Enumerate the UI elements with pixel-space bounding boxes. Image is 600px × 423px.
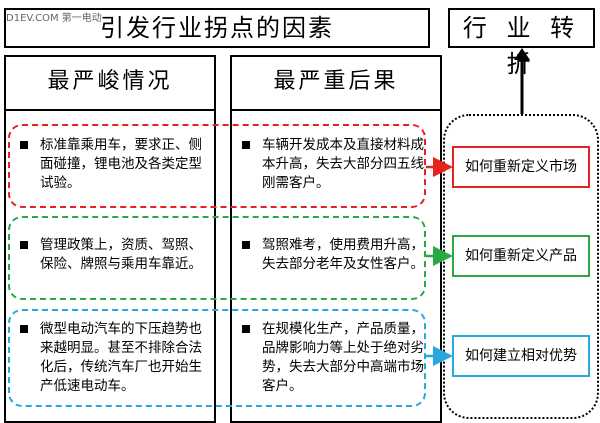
consequence-item-1: 车辆开发成本及直接材料成本升高，失去大部分四五线刚需客户。 bbox=[236, 136, 430, 193]
result-box-1: 如何重新定义市场 bbox=[452, 146, 590, 188]
bullet-icon bbox=[20, 241, 28, 249]
main-title-box: 引发行业拐点的因素 bbox=[4, 8, 430, 48]
situation-item-2: 管理政策上，资质、驾照、保险、牌照与乘用车靠近。 bbox=[14, 236, 214, 274]
situation-column: 最严峻情况 bbox=[4, 55, 216, 423]
bullet-icon bbox=[242, 141, 250, 149]
consequence-item-3: 在规模化生产，产品质量，品牌影响力等上处于绝对劣势，失去大部分中高端市场客户。 bbox=[236, 320, 430, 396]
consequence-column-title: 最严重后果 bbox=[232, 57, 440, 111]
row-3-group bbox=[8, 309, 426, 407]
watermark: D1EV.COM 第一电动 bbox=[6, 13, 102, 24]
bullet-icon bbox=[242, 325, 250, 333]
situation-item-1: 标准靠乘用车，要求正、侧面碰撞，锂电池及各类定型试验。 bbox=[14, 136, 214, 193]
row-2-group bbox=[8, 216, 426, 300]
situation-item-3: 微型电动汽车的下压趋势也来越明显。甚至不排除合法化后，传统汽车厂也开始生产低速电… bbox=[14, 320, 214, 396]
situation-column-title: 最严峻情况 bbox=[6, 57, 214, 111]
consequence-item-2: 驾照难考，使用费用升高，失去部分老年及女性客户。 bbox=[236, 236, 430, 274]
result-box-2: 如何重新定义产品 bbox=[452, 235, 590, 277]
bullet-icon bbox=[20, 325, 28, 333]
industry-turn-box: 行 业 转 折 bbox=[448, 8, 595, 78]
bullet-icon bbox=[242, 241, 250, 249]
main-title: 引发行业拐点的因素 bbox=[100, 14, 334, 42]
result-box-3: 如何建立相对优势 bbox=[452, 335, 590, 377]
industry-turn-group bbox=[443, 114, 599, 419]
consequence-column: 最严重后果 bbox=[230, 55, 442, 423]
bullet-icon bbox=[20, 141, 28, 149]
industry-turn-title: 行 业 转 折 bbox=[462, 14, 581, 78]
row-1-group bbox=[8, 124, 426, 208]
arrow-up-head bbox=[514, 48, 530, 60]
